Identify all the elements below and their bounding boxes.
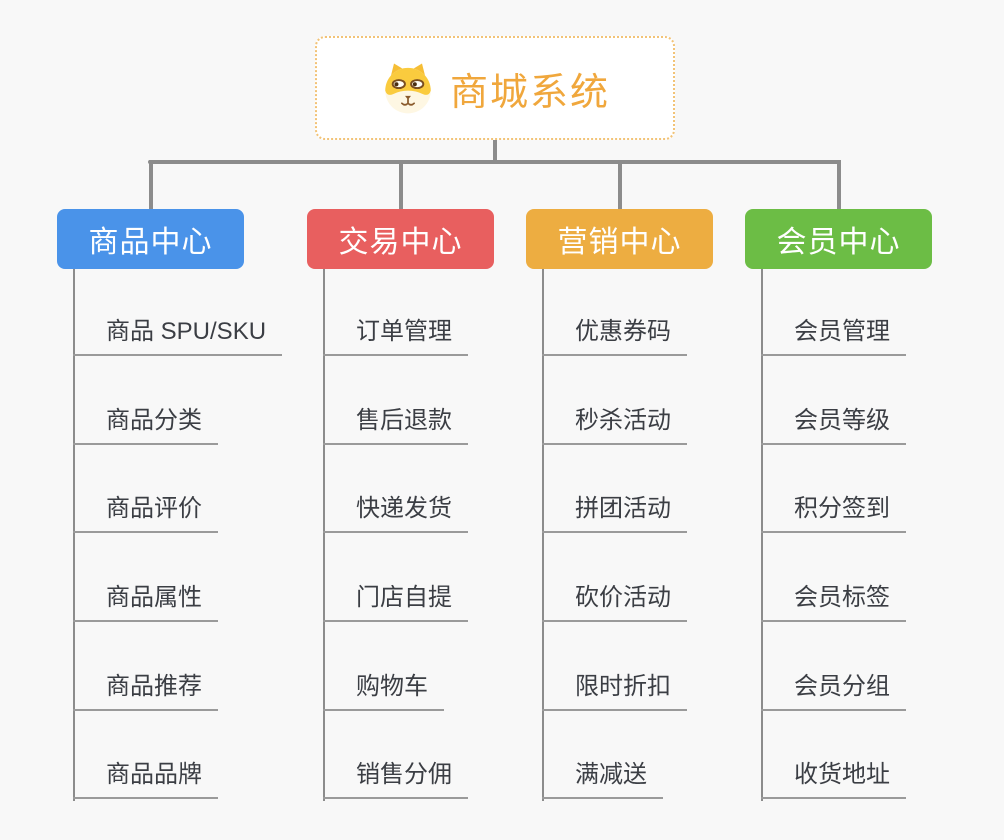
root-node[interactable]: 商城系统 (315, 36, 675, 140)
shiba-dog-icon (380, 60, 436, 116)
connector-branch-stub-members (836, 160, 841, 209)
leaf-item[interactable]: 订单管理 (323, 317, 468, 356)
leaf-item[interactable]: 秒杀活动 (542, 406, 687, 445)
leaf-item[interactable]: 积分签到 (761, 494, 906, 533)
leaf-item[interactable]: 收货地址 (761, 760, 906, 799)
connector-branch-stub-trade (398, 160, 403, 209)
connector-trunk-trade (323, 269, 325, 801)
leaf-item[interactable]: 销售分佣 (323, 760, 468, 799)
leaf-item[interactable]: 砍价活动 (542, 583, 687, 622)
leaf-item[interactable]: 售后退款 (323, 406, 468, 445)
branch-header-marketing[interactable]: 营销中心 (526, 209, 713, 269)
leaf-item[interactable]: 会员分组 (761, 672, 906, 711)
connector-root-drop (493, 140, 497, 162)
leaf-item[interactable]: 满减送 (542, 760, 663, 799)
leaf-item[interactable]: 商品属性 (73, 583, 218, 622)
leaf-item[interactable]: 快递发货 (323, 494, 468, 533)
connector-branch-stub-marketing (617, 160, 622, 209)
connector-trunk-products (73, 269, 75, 801)
leaf-item[interactable]: 会员标签 (761, 583, 906, 622)
leaf-item[interactable]: 会员管理 (761, 317, 906, 356)
connector-horizontal-bar (148, 160, 841, 164)
leaf-item[interactable]: 门店自提 (323, 583, 468, 622)
leaf-item[interactable]: 商品 SPU/SKU (73, 317, 283, 356)
leaf-item[interactable]: 限时折扣 (542, 672, 687, 711)
branch-header-products[interactable]: 商品中心 (57, 209, 244, 269)
leaf-item[interactable]: 商品分类 (73, 406, 218, 445)
leaf-item[interactable]: 商品品牌 (73, 760, 218, 799)
connector-trunk-members (761, 269, 763, 801)
leaf-item[interactable]: 商品推荐 (73, 672, 218, 711)
branch-header-members[interactable]: 会员中心 (745, 209, 932, 269)
leaf-item[interactable]: 会员等级 (761, 406, 906, 445)
leaf-item[interactable]: 拼团活动 (542, 494, 687, 533)
root-title: 商城系统 (449, 71, 610, 114)
leaf-item[interactable]: 商品评价 (73, 494, 218, 533)
connector-branch-stub-products (148, 160, 153, 209)
leaf-item[interactable]: 购物车 (323, 672, 444, 711)
leaf-item[interactable]: 优惠券码 (542, 317, 687, 356)
connector-trunk-marketing (542, 269, 544, 801)
branch-header-trade[interactable]: 交易中心 (307, 209, 494, 269)
